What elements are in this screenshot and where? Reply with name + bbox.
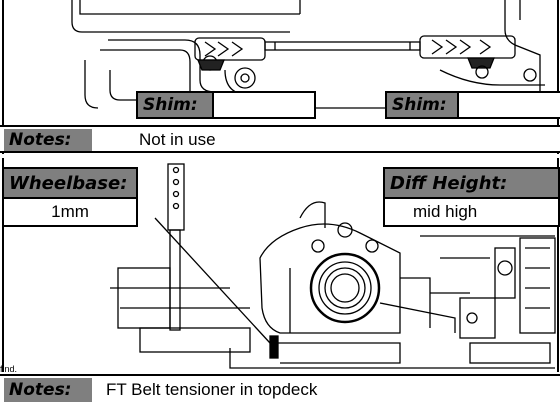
- wheelbase-field[interactable]: 1mm: [2, 197, 138, 227]
- diff-height-field[interactable]: mid high: [383, 197, 560, 227]
- shim-left-label: Shim:: [136, 91, 214, 119]
- stray-text: find.: [0, 364, 18, 374]
- diff-height-label: Diff Height:: [383, 167, 560, 199]
- top-notes-label: Notes:: [4, 129, 92, 151]
- bottom-drawing: [2, 158, 559, 372]
- top-notes-row: Notes: Not in use: [0, 125, 560, 153]
- shim-left-field[interactable]: [212, 91, 316, 119]
- bottom-notes-value[interactable]: FT Belt tensioner in topdeck: [106, 380, 318, 399]
- wheelbase-label: Wheelbase:: [2, 167, 138, 199]
- top-notes-value[interactable]: Not in use: [139, 130, 216, 149]
- bottom-drawing-panel: Wheelbase: 1mm Diff Height: mid high: [0, 158, 560, 372]
- shim-right-field[interactable]: [457, 91, 560, 119]
- bottom-notes-row: Notes: FT Belt tensioner in topdeck: [0, 374, 560, 402]
- bottom-notes-label: Notes:: [4, 378, 92, 402]
- shim-right-label: Shim:: [385, 91, 459, 119]
